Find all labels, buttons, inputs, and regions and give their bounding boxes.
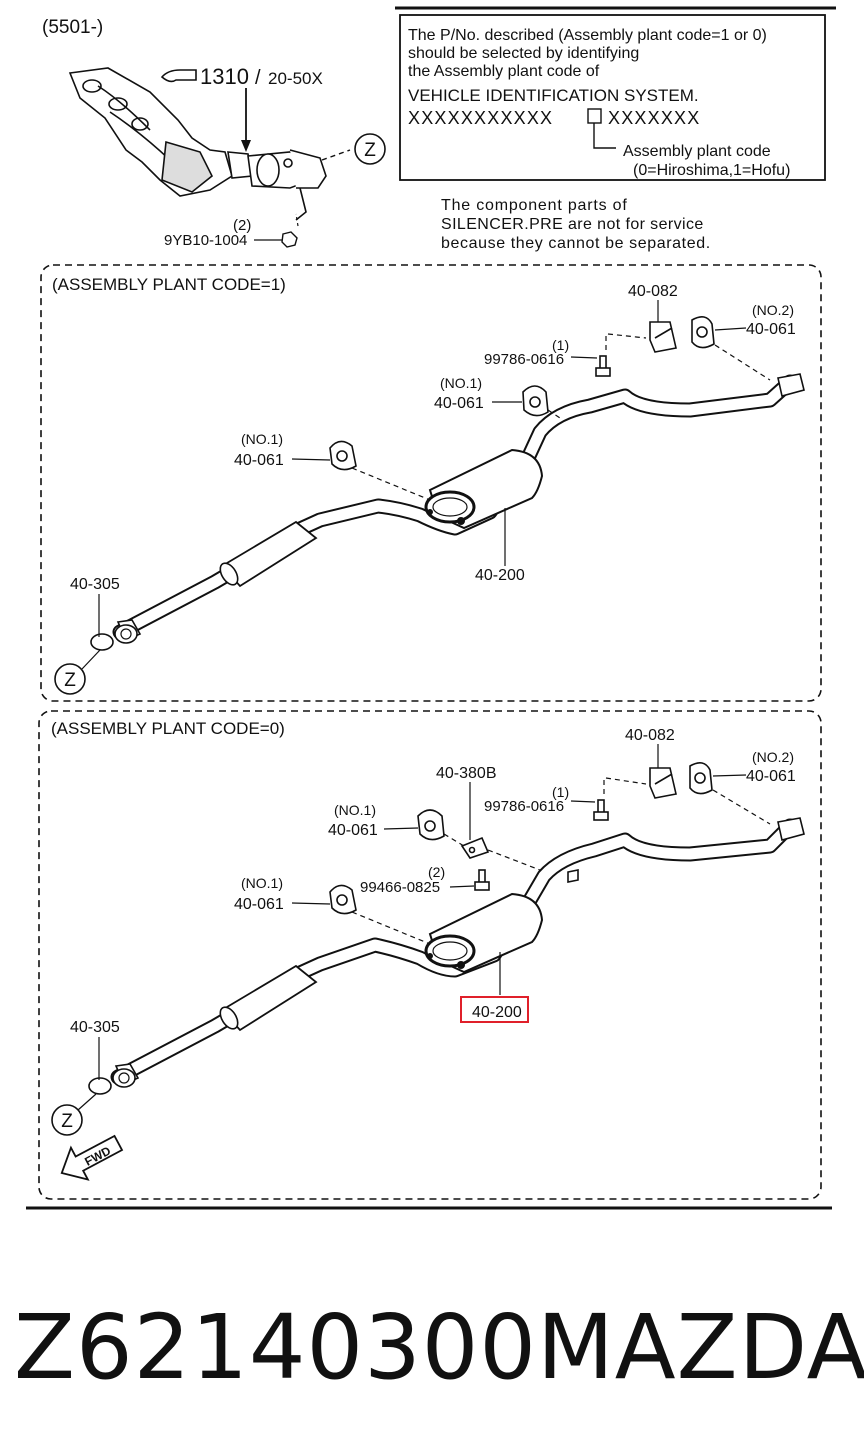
p0-silencer-highlight xyxy=(460,996,529,1023)
vin-note-box: The P/No. described (Assembly plant code… xyxy=(399,14,826,181)
part-caption: Z62140300 MAZDA xyxy=(14,1292,864,1402)
p1-bolt-qty: (1) xyxy=(552,337,569,353)
panel-0-hangers xyxy=(329,762,713,915)
panel-plant-code-1 xyxy=(40,264,822,702)
p0-bolt-label: 99786-0616 xyxy=(484,798,564,815)
p1-bolt-label: 99786-0616 xyxy=(484,351,564,368)
manifold-range: 20-50X xyxy=(268,69,323,88)
panel-1-title: (ASSEMBLY PLANT CODE=1) xyxy=(52,275,286,294)
p0-bolt2-label: 99466-0825 xyxy=(360,879,440,896)
z-connector-top xyxy=(354,133,386,165)
panel-0-title: (ASSEMBLY PLANT CODE=0) xyxy=(51,719,285,738)
note-line-3: the Assembly plant code of xyxy=(408,63,600,80)
plant-code-values: (0=Hiroshima,1=Hofu) xyxy=(633,162,790,179)
vin-right: XXXXXXX xyxy=(608,108,700,128)
p1-hanger-left-qty: (NO.1) xyxy=(241,431,283,447)
z-connector-top-label: Z xyxy=(364,140,376,161)
plant-code-label: Assembly plant code xyxy=(623,143,771,160)
panel-1-pipe-assembly xyxy=(90,373,805,651)
fwd-arrow-icon: FWD xyxy=(60,1134,124,1181)
p1-gasket-label: 40-305 xyxy=(70,576,120,593)
p1-hanger-mid-qty: (NO.1) xyxy=(440,375,482,391)
z-connector-p1-label: Z xyxy=(64,670,76,691)
exhaust-manifold-drawing xyxy=(68,67,327,221)
p1-hanger-no2-label: 40-061 xyxy=(746,321,796,338)
p0-bolt-qty: (1) xyxy=(552,784,569,800)
panel-1-hangers xyxy=(329,316,715,471)
nut-qty: (2) xyxy=(233,217,251,234)
p1-hanger-no2-qty: (NO.2) xyxy=(752,302,794,318)
section-code: (5501-) xyxy=(42,17,103,38)
p0-hanger-mid-qty: (NO.1) xyxy=(334,802,376,818)
z-connector-p0 xyxy=(51,1104,83,1136)
nut-leader-up xyxy=(295,213,299,227)
p0-hanger-no2-qty: (NO.2) xyxy=(752,749,794,765)
z-leader-top xyxy=(321,149,351,161)
p1-bracket-label: 40-082 xyxy=(628,283,678,300)
p0-hanger-left-label: 40-061 xyxy=(234,896,284,913)
part-number: Z62140300 xyxy=(14,1295,537,1399)
service-note-line-2: SILENCER.PRE are not for service xyxy=(441,216,704,233)
manifold-ref: 1310 xyxy=(200,64,249,89)
service-note: The component parts of SILENCER.PRE are … xyxy=(441,197,711,252)
p1-hanger-left-label: 40-061 xyxy=(234,452,284,469)
p1-silencer-label: 40-200 xyxy=(475,567,525,584)
vin-left: XXXXXXXXXXX xyxy=(408,108,553,128)
note-line-2: should be selected by identifying xyxy=(408,45,639,62)
brand-name: MAZDA xyxy=(536,1295,864,1399)
p0-hanger-left-qty: (NO.1) xyxy=(241,875,283,891)
panel-plant-code-0 xyxy=(38,710,822,1200)
p0-silencer-label: 40-200 xyxy=(472,1004,522,1021)
service-note-line-3: because they cannot be separated. xyxy=(441,235,711,252)
nut-part: 9YB10-1004 xyxy=(164,232,247,249)
plant-code-box xyxy=(587,108,602,124)
z-connector-p0-label: Z xyxy=(61,1111,73,1132)
panel-0-pipe-assembly xyxy=(88,817,805,1095)
p0-bracket-b-label: 40-380B xyxy=(436,765,497,782)
p0-bolt2-qty: (2) xyxy=(428,864,445,880)
p0-bracket-label: 40-082 xyxy=(625,727,675,744)
panel-1-leaders xyxy=(81,300,771,670)
p0-hanger-no2-label: 40-061 xyxy=(746,768,796,785)
nut-icon xyxy=(281,231,298,248)
z-connector-p1 xyxy=(54,663,86,695)
p0-gasket-label: 40-305 xyxy=(70,1019,120,1036)
p0-hanger-mid-label: 40-061 xyxy=(328,822,378,839)
manifold-ref-slash: / xyxy=(255,67,261,89)
note-line-1: The P/No. described (Assembly plant code… xyxy=(408,27,767,44)
p1-hanger-mid-label: 40-061 xyxy=(434,395,484,412)
manifold-ref-pointer xyxy=(160,69,251,152)
service-note-line-1: The component parts of xyxy=(441,197,628,214)
panel-0-leaders xyxy=(77,744,771,1111)
note-line-4: VEHICLE IDENTIFICATION SYSTEM. xyxy=(408,86,699,105)
